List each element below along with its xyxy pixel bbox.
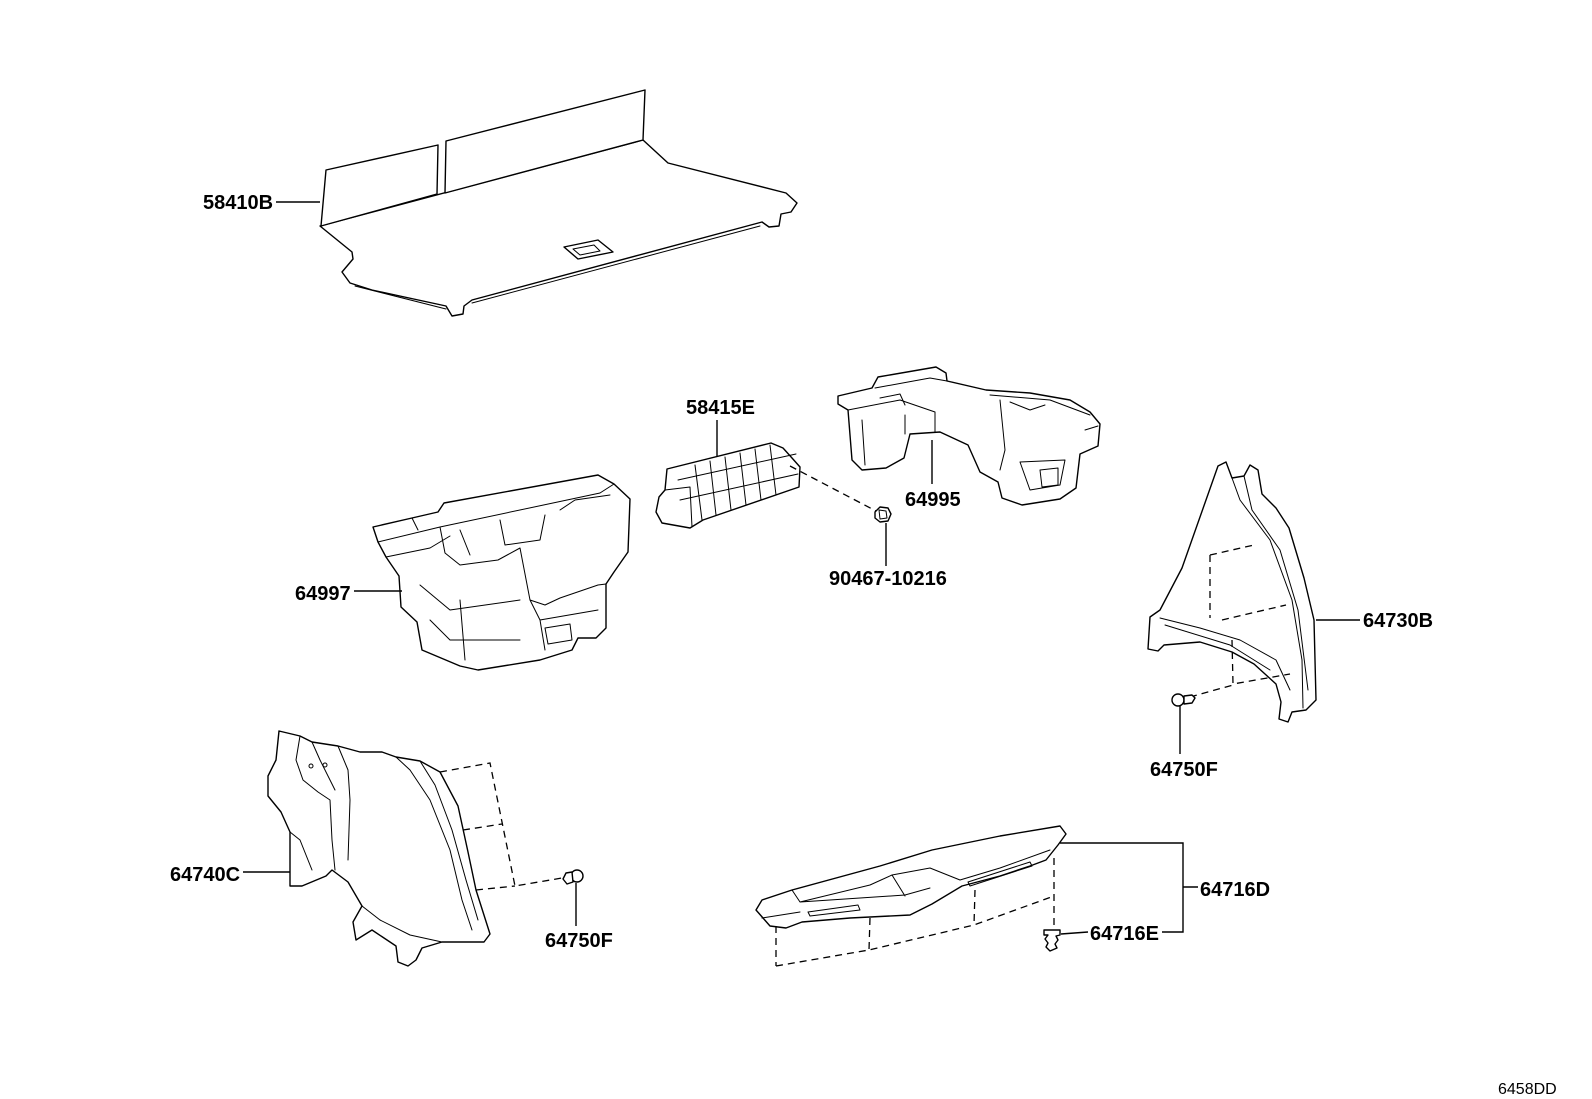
part-64995-latch [1019,459,1066,491]
part-64740C-hole-1 [308,763,314,769]
part-64995-details [847,377,1099,471]
part-64716D [755,825,1067,967]
callout-label: 58410B [203,192,273,214]
callout-label: 64730B [1363,610,1433,632]
callout-label: 64750F [545,930,613,952]
part-58415E [655,442,801,529]
part-64997-latch [544,623,573,645]
part-64740C-hole-2 [322,762,328,768]
part-58410B-floor [319,139,798,317]
callout-label: 64995 [905,489,961,511]
part-64997-outline [372,474,631,671]
part-64995 [837,366,1101,506]
clip-stem [562,871,574,885]
part-58410B-edge-line [354,225,761,310]
part-58415E-grid [664,444,799,528]
callout-label: 90467-10216 [829,568,947,590]
part-58410B [319,89,798,317]
part-64730B [1147,461,1317,723]
callout-label: 64997 [295,583,351,605]
part-64716D-details [761,849,1051,919]
part-64997-details [377,483,615,661]
callout-label: 64740C [170,864,240,886]
clip-head [1171,693,1185,707]
callout-label: 64716D [1200,879,1270,901]
part-58410B-back-panel-right [444,89,646,194]
part-64740C-outline [267,730,491,967]
callout-label: 64750F [1150,759,1218,781]
part-64750F-clip-left [562,869,584,885]
part-64716D-pattern [807,861,1033,917]
clip-stem [1183,694,1196,705]
leader-64716E [1060,931,1089,935]
part-64740C-dashes [439,762,563,891]
part-64716D-outline [755,825,1067,929]
part-64750F-clip-right [1171,693,1196,707]
bolt-hex [874,506,892,523]
callout-label: 58415E [686,397,755,419]
part-58410B-handle [563,239,614,260]
clip-body [1043,929,1061,952]
part-58410B-handle-inner [572,244,601,256]
part-64716D-dashes [775,858,1055,967]
leader-64716D-bracket [1060,842,1198,933]
part-64740C [267,730,563,967]
dash-58415E-to-bolt [789,465,877,512]
part-90467-10216-bolt [874,506,892,523]
part-64730B-outline [1147,461,1317,723]
part-64997 [372,474,631,671]
part-64716E-clip [1043,929,1061,952]
part-64740C-details [289,735,479,943]
bolt-face [878,509,888,520]
part-64730B-details [1159,475,1309,709]
callout-label: 64716E [1090,923,1159,945]
part-58410B-back-panel-left [320,144,439,227]
figure-code: 6458DD [1498,1081,1557,1098]
